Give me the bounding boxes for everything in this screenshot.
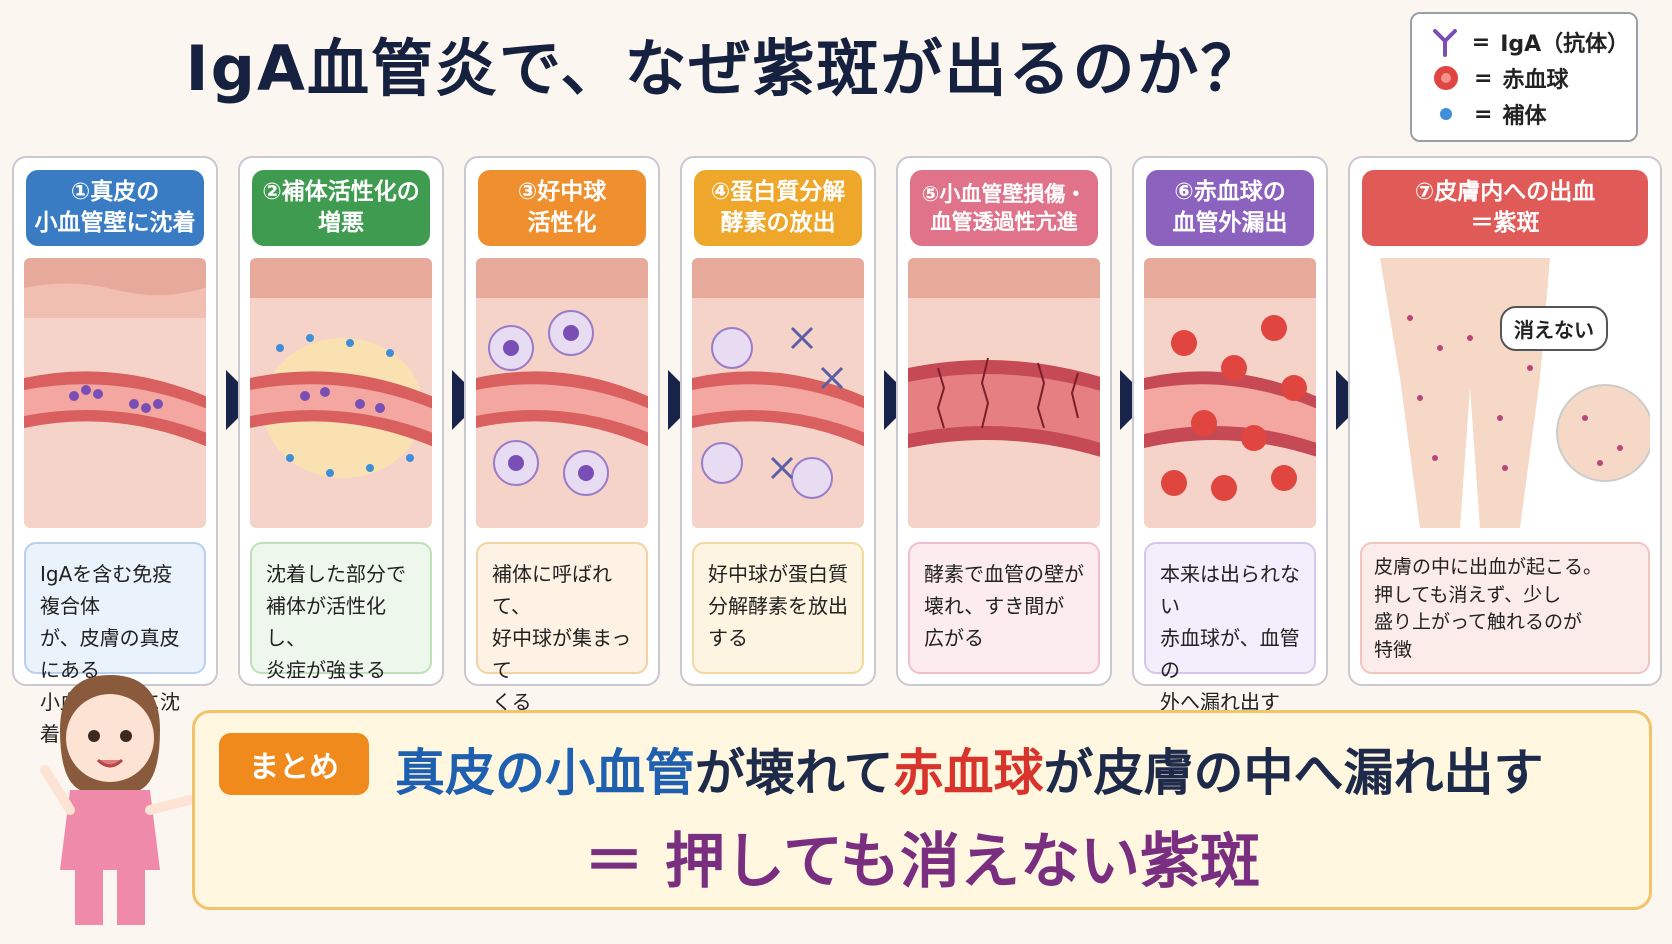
legend-item-iga: = IgA（抗体） xyxy=(1426,24,1629,60)
step-card-7: ⑦皮膚内への出血 ＝紫斑 消えない 皮膚の中に出血が起こる。 押しても消えず、少… xyxy=(1348,156,1662,686)
red-blood-cell-icon xyxy=(1426,63,1466,93)
step-card-6: ⑥赤血球の 血管外漏出 本来は出られない 赤血球が、血管の 外へ漏れ出す xyxy=(1132,156,1328,714)
step-desc-6: 本来は出られない 赤血球が、血管の 外へ漏れ出す xyxy=(1144,542,1316,714)
nurse-character xyxy=(20,660,200,940)
legend-item-complement: = 補体 xyxy=(1426,96,1622,132)
skin-vessel-illustration-4 xyxy=(692,258,864,528)
purpura-legs-illustration xyxy=(1360,258,1650,528)
callout-not-disappear: 消えない xyxy=(1500,306,1608,351)
step-title-1: ①真皮の 小血管壁に沈着 xyxy=(26,170,204,246)
skin-vessel-illustration-3 xyxy=(476,258,648,528)
summary-line-1: 真皮の小血管が壊れて赤血球が皮膚の中へ漏れ出す xyxy=(395,744,1544,802)
step-card-5: ⑤小血管壁損傷・ 血管透過性亢進 酵素で血管の壁が 壊れ、すき間が 広がる xyxy=(896,156,1112,686)
step-title-7: ⑦皮膚内への出血 ＝紫斑 xyxy=(1362,170,1648,246)
step-card-1: ①真皮の 小血管壁に沈着 IgAを含む免疫複合体 が、皮膚の真皮にある 小血管の… xyxy=(12,156,218,746)
step-card-3: ③好中球 活性化 補体に呼ばれて、 好中球が集まって くる xyxy=(464,156,660,714)
skin-vessel-illustration-6 xyxy=(1144,258,1316,528)
step-title-5: ⑤小血管壁損傷・ 血管透過性亢進 xyxy=(910,170,1098,246)
legend-item-rbc: = 赤血球 xyxy=(1426,60,1622,96)
skin-vessel-illustration-5 xyxy=(908,258,1100,528)
legend: = IgA（抗体） = 赤血球 = 補体 xyxy=(1410,12,1638,142)
summary-tag: まとめ xyxy=(219,733,369,795)
step-desc-7: 皮膚の中に出血が起こる。 押しても消えず、少し 盛り上がって触れるのが 特徴 xyxy=(1360,542,1650,674)
step-title-4: ④蛋白質分解 酵素の放出 xyxy=(694,170,862,246)
step-title-2: ②補体活性化の 増悪 xyxy=(252,170,430,246)
skin-vessel-illustration-2 xyxy=(250,258,432,528)
summary-box: まとめ 真皮の小血管が壊れて赤血球が皮膚の中へ漏れ出す ＝ 押しても消えない紫斑 xyxy=(192,710,1652,910)
step-desc-1: IgAを含む免疫複合体 が、皮膚の真皮にある 小血管の壁に沈着する xyxy=(24,542,206,746)
step-desc-5: 酵素で血管の壁が 壊れ、すき間が 広がる xyxy=(908,542,1100,674)
step-card-2: ②補体活性化の 増悪 沈着した部分で 補体が活性化し、 炎症が強まる xyxy=(238,156,444,686)
step-desc-3: 補体に呼ばれて、 好中球が集まって くる xyxy=(476,542,648,714)
step-desc-4: 好中球が蛋白質 分解酵素を放出 する xyxy=(692,542,864,674)
skin-vessel-illustration-1 xyxy=(24,258,206,528)
complement-icon xyxy=(1426,99,1466,129)
step-card-4: ④蛋白質分解 酵素の放出 好中球が蛋白質 分解酵素を放出 する xyxy=(680,156,876,686)
step-desc-2: 沈着した部分で 補体が活性化し、 炎症が強まる xyxy=(250,542,432,682)
step-title-6: ⑥赤血球の 血管外漏出 xyxy=(1146,170,1314,246)
summary-line-2: ＝ 押しても消えない紫斑 xyxy=(583,827,1261,897)
antibody-icon xyxy=(1426,27,1464,57)
page-title: IgA血管炎で、なぜ紫斑が出るのか？ xyxy=(185,32,1265,105)
step-title-3: ③好中球 活性化 xyxy=(478,170,646,246)
step-flow: ①真皮の 小血管壁に沈着 IgAを含む免疫複合体 が、皮膚の真皮にある 小血管の… xyxy=(12,156,1662,746)
